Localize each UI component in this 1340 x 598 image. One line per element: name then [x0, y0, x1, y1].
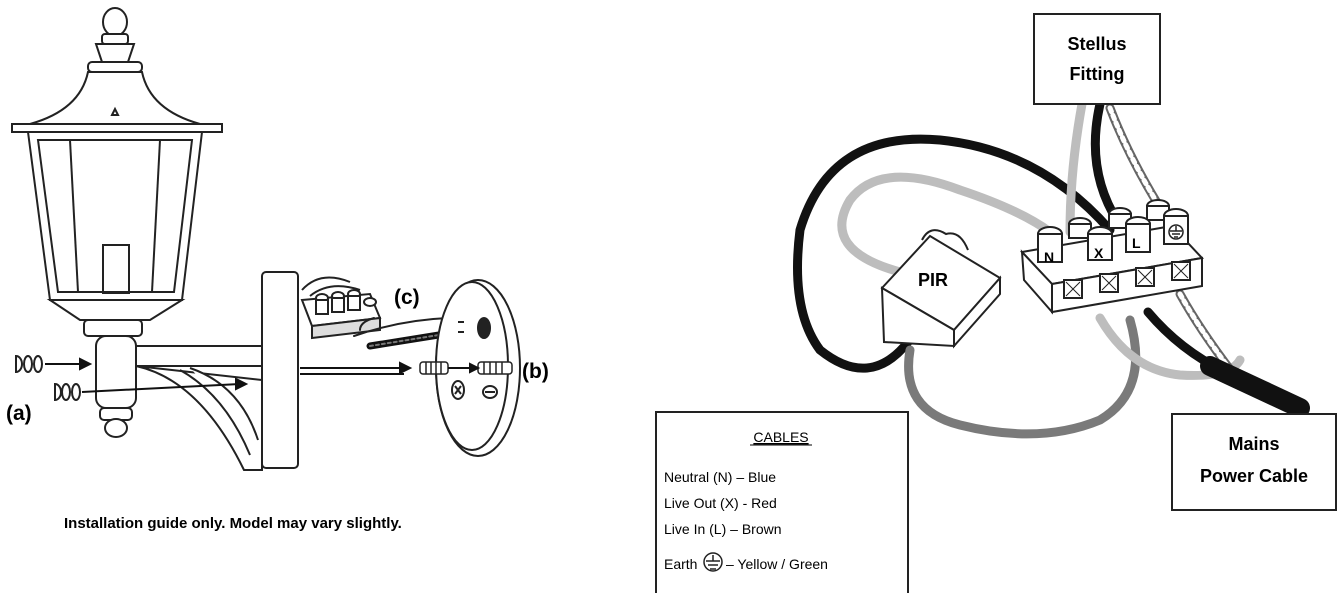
- legend-neutral: Neutral (N) – Blue: [664, 469, 776, 485]
- terminal-label-x: X: [1094, 245, 1104, 261]
- terminal-label-n: N: [1044, 249, 1054, 265]
- label-b: (b): [522, 360, 549, 383]
- installation-caption: Installation guide only. Model may vary …: [64, 515, 402, 532]
- stellus-label-line1: Stellus: [1067, 34, 1126, 54]
- earth-symbol-icon: [703, 552, 723, 572]
- legend-earth-suffix: – Yellow / Green: [726, 556, 828, 572]
- pir-sensor-box: [880, 229, 1002, 349]
- wiring-cables: [793, 99, 1310, 439]
- screw-cap-icon: [15, 354, 81, 402]
- arrow-icon: [448, 362, 481, 374]
- cables-legend: CABLES Neutral (N) – Blue Live Out (X) -…: [655, 411, 909, 593]
- label-a: (a): [6, 402, 32, 425]
- terminal-block-small: [300, 276, 382, 340]
- legend-live-in: Live In (L) – Brown: [664, 521, 782, 537]
- stellus-fitting-box: [1033, 13, 1161, 105]
- screw-icon: [419, 361, 513, 375]
- stellus-label-line2: Fitting: [1070, 64, 1125, 84]
- mains-power-box: [1171, 413, 1337, 511]
- terminal-label-l: L: [1132, 235, 1141, 251]
- terminal-block: [1020, 199, 1204, 315]
- legend-earth-prefix: Earth: [664, 556, 697, 572]
- earth-symbol-icon: [1168, 224, 1184, 240]
- legend-live-out: Live Out (X) - Red: [664, 495, 777, 511]
- cables-title: CABLES: [753, 429, 808, 445]
- arrow-icon: [45, 357, 413, 393]
- pir-label: PIR: [918, 270, 948, 290]
- mains-label-line1: Mains: [1228, 434, 1279, 454]
- mains-label-line2: Power Cable: [1200, 466, 1308, 486]
- label-c: (c): [394, 286, 420, 309]
